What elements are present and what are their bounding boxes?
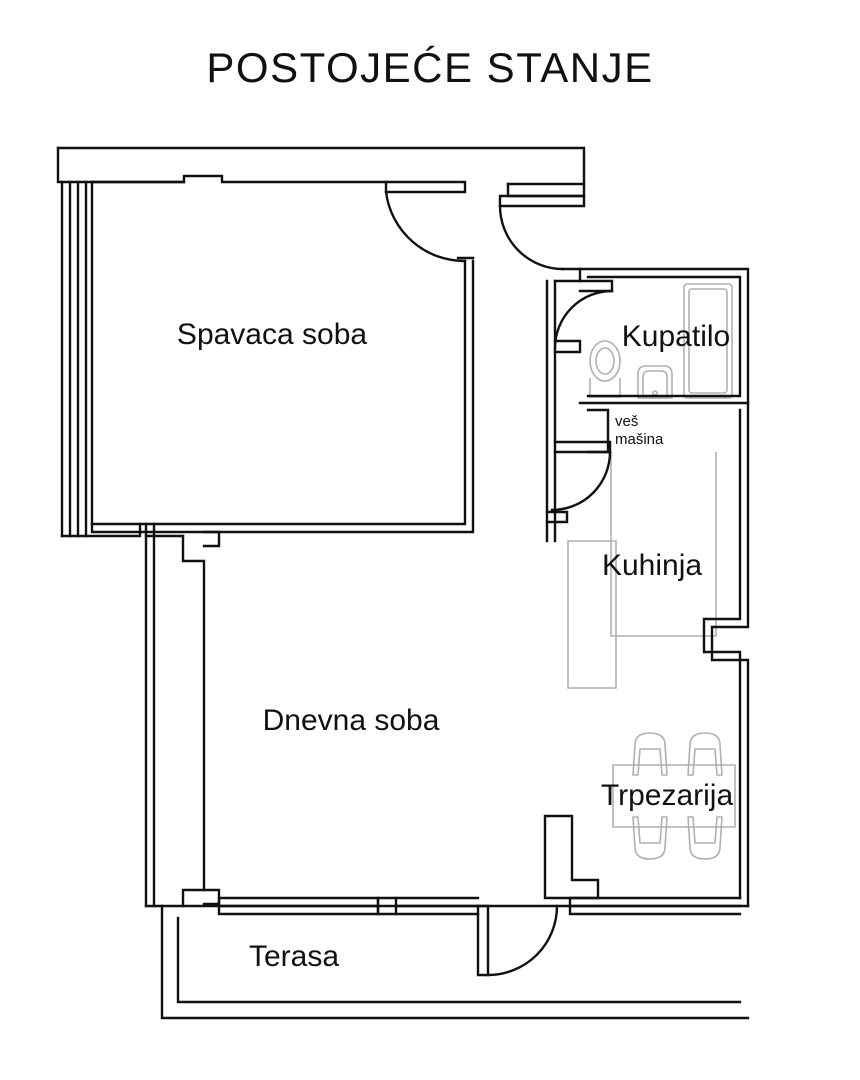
wall-hall-west [553,267,582,283]
dining-chair-fixture [687,816,723,860]
room-label-kupatilo: Kupatilo [621,320,731,353]
dining-chair-fixture [687,732,723,776]
dining-table-fixture [612,764,736,828]
door-hall-arc [498,204,565,271]
window-terrace-left [217,896,380,916]
appliance-label-ves-masina: veš mašina [615,413,664,449]
wall-bedroom-north [90,174,388,184]
room-label-kuhinja: Kuhinja [601,549,703,582]
wall-bathroom-outline-inner [586,275,742,398]
kitchen-counter-fixture [567,452,717,689]
wall-terrace-inner [176,916,742,1004]
door-terrace-leaf [476,904,490,977]
wall-bedroom-east [90,259,467,526]
wall-dining-pillar [543,814,600,900]
dining-chair-fixture [632,732,668,776]
window-terrace-mid [394,896,480,916]
dining-chair-fixture [632,816,668,860]
wall-bathroom-door-header [578,279,614,293]
wall-bathroom-outline [578,267,750,405]
wall-kitchen-east [710,401,750,908]
toilet-fixture [589,340,621,398]
window-bedroom-west [60,180,88,538]
room-label-terasa: Terasa [248,940,340,973]
door-bathroom-arc [553,289,614,350]
door-terrace-arc [486,904,559,977]
window-living-west [144,522,156,908]
room-label-dnevna-soba: Dnevna soba [262,704,440,737]
wall-kitchen-east-inner [702,408,742,900]
wall-bedroom-east-inner [90,259,475,534]
page-title: POSTOJEĆE STANJE [206,44,654,91]
ves-masina-line-1: veš [615,413,639,430]
bathtub-fixture [683,283,733,399]
room-label-trpezarija: Trpezarija [600,779,734,812]
room-label-spavaca-soba: Spavaca soba [176,318,368,351]
door-kitchen-arc [550,450,612,512]
door-hall-leaf [498,194,586,208]
ves-masina-line-2: mašina [615,430,664,448]
wall-living-south-seg [202,888,221,906]
wall-bedroom-southwest-return [60,522,142,538]
window-terrace-right [568,896,742,916]
wall-living-north-seg [202,530,221,548]
wall-living-west-inner [181,534,206,908]
door-kitchen-jamb [545,510,569,524]
door-bedroom-arc [384,190,467,263]
wall-kitchen-door-header [553,440,612,454]
door-bathroom-jamb [553,339,582,354]
door-bedroom-leaf [384,180,467,194]
wall-hall-header [506,182,586,198]
wall-terrace-outer [160,904,750,1020]
wall-ves-masina-shelf [586,408,610,454]
wall-top-header [56,146,586,186]
sink-fixture [637,365,673,399]
wall-group [56,146,750,1020]
wall-top-header-inner [56,146,186,184]
